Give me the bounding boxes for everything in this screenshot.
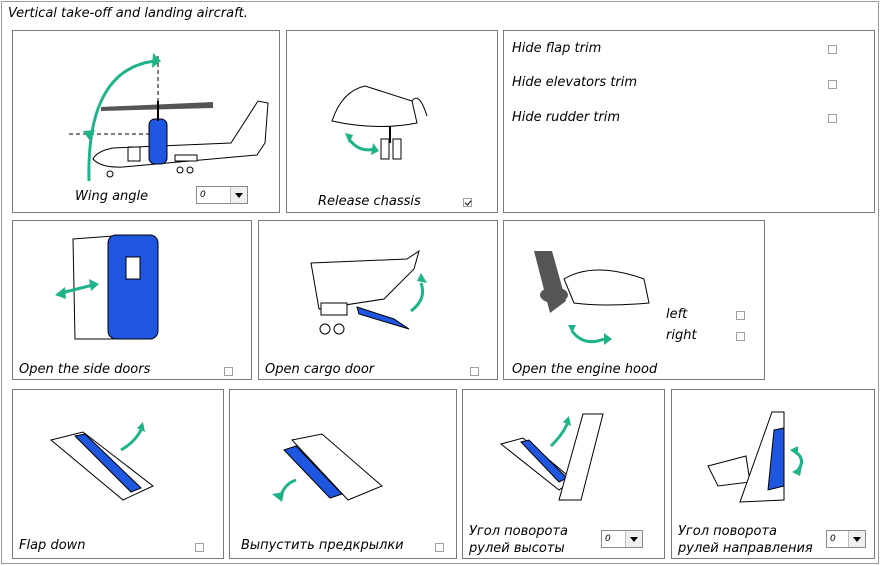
- rudder-label-line1: Угол поворота: [678, 524, 777, 539]
- release-chassis-checkbox[interactable]: [463, 198, 472, 207]
- chevron-down-icon: [625, 531, 642, 547]
- panel-wing-angle: Wing angle 0: [12, 30, 280, 213]
- hide-flap-trim-checkbox[interactable]: [828, 45, 837, 54]
- rudder-illustration: [707, 411, 803, 503]
- elevator-angle-select[interactable]: 0: [601, 530, 643, 548]
- engine-hood-right-label: right: [666, 328, 697, 343]
- engine-hood-left-checkbox[interactable]: [736, 311, 745, 320]
- panel-engine-hood: left right Open the engine hood: [503, 220, 765, 380]
- release-chassis-label: Release chassis: [318, 194, 421, 209]
- window-title: Vertical take-off and landing aircraft.: [8, 6, 248, 21]
- slats-checkbox[interactable]: [435, 543, 444, 552]
- flap-down-label: Flap down: [19, 538, 86, 553]
- elevator-label-line2: рулей высоты: [469, 541, 565, 556]
- panel-side-doors: Open the side doors: [12, 220, 252, 380]
- panel-elevator-angle: Угол поворота рулей высоты 0: [462, 389, 665, 559]
- hide-elevators-trim-label: Hide elevators trim: [512, 75, 638, 90]
- hide-elevators-trim-checkbox[interactable]: [828, 80, 837, 89]
- rudder-angle-value: 0: [830, 534, 836, 544]
- chevron-down-icon: [230, 187, 247, 203]
- side-door-illustration: [55, 234, 159, 340]
- landing-gear-illustration: [331, 85, 428, 160]
- flap-down-checkbox[interactable]: [195, 543, 204, 552]
- elevator-illustration: [499, 413, 604, 501]
- panel-trim-options: Hide flap trim Hide elevators trim Hide …: [503, 30, 875, 213]
- cargo-door-illustration: [310, 249, 427, 335]
- engine-hood-label: Open the engine hood: [512, 362, 658, 377]
- flap-illustration: [49, 422, 154, 501]
- elevator-angle-value: 0: [605, 534, 611, 544]
- chevron-down-icon: [848, 531, 865, 547]
- rudder-angle-select[interactable]: 0: [826, 530, 866, 548]
- cargo-door-checkbox[interactable]: [470, 367, 479, 376]
- engine-hood-right-checkbox[interactable]: [736, 332, 745, 341]
- panel-rudder-angle: Угол поворота рулей направления 0: [671, 389, 875, 559]
- tiltrotor-aircraft-illustration: [69, 53, 269, 181]
- hide-rudder-trim-checkbox[interactable]: [828, 114, 837, 123]
- panel-cargo-door: Open cargo door: [258, 220, 498, 380]
- slats-label: Выпустить предкрылки: [241, 538, 404, 553]
- rudder-label-line2: рулей направления: [678, 541, 813, 556]
- elevator-label-line1: Угол поворота: [469, 524, 568, 539]
- side-doors-label: Open the side doors: [19, 362, 151, 377]
- panel-slats: Выпустить предкрылки: [229, 389, 457, 559]
- wing-angle-value: 0: [200, 190, 206, 200]
- panel-flap-down: Flap down: [12, 389, 224, 559]
- panel-release-chassis: Release chassis: [286, 30, 498, 213]
- wing-angle-select[interactable]: 0: [196, 186, 248, 204]
- cargo-door-label: Open cargo door: [265, 362, 375, 377]
- wing-angle-label: Wing angle: [75, 189, 149, 204]
- engine-hood-illustration: [534, 251, 650, 345]
- hide-rudder-trim-label: Hide rudder trim: [512, 110, 621, 125]
- slats-illustration: [272, 433, 383, 502]
- side-doors-checkbox[interactable]: [224, 367, 233, 376]
- engine-hood-left-label: left: [666, 307, 688, 322]
- hide-flap-trim-label: Hide flap trim: [512, 41, 602, 56]
